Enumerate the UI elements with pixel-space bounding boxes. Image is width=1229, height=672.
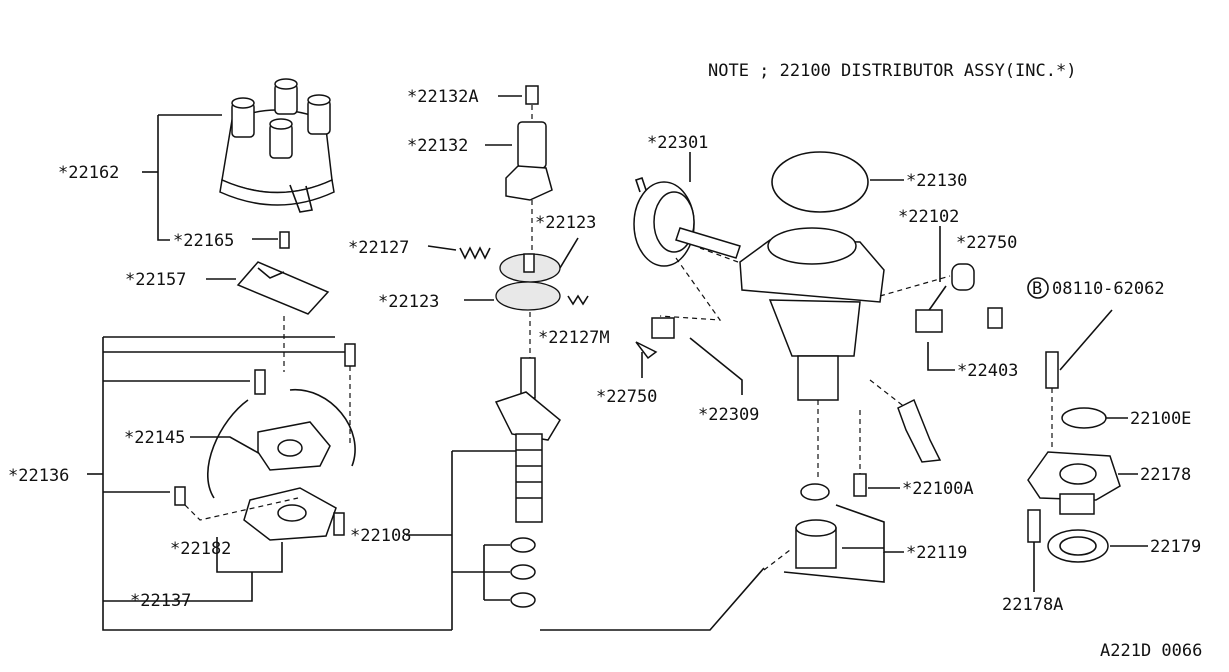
label-22132: *22132 (407, 136, 468, 156)
distributor-cap-drawing (219, 78, 335, 213)
seal-22100E-drawing (1061, 407, 1107, 429)
label-22178A: 22178A (1002, 595, 1063, 615)
housing-base-drawing (1027, 451, 1121, 515)
label-22108: *22108 (350, 526, 411, 546)
label-22145: *22145 (124, 428, 185, 448)
label-22102: *22102 (898, 207, 959, 227)
label-22123-lower: *22123 (378, 292, 439, 312)
washer-1 (510, 537, 536, 553)
spring-m-drawing (567, 294, 589, 306)
label-22132A: *22132A (407, 87, 479, 107)
label-22403: *22403 (957, 361, 1018, 381)
weight-plate-drawing (495, 253, 561, 311)
label-22123-upper: *22123 (535, 213, 596, 233)
breaker-plate-drawing (174, 316, 356, 541)
gasket-22179-drawing (1047, 529, 1109, 563)
rotor-drawing (236, 261, 330, 315)
washer-3 (510, 592, 536, 608)
label-22178: 22178 (1140, 465, 1191, 485)
label-22130: *22130 (906, 171, 967, 191)
governor-weight-drawing (505, 121, 553, 201)
label-22179: 22179 (1150, 537, 1201, 557)
label-22750-lower: *22750 (596, 387, 657, 407)
label-22137: *22137 (130, 591, 191, 611)
figure-code: A221D 0066 (1100, 641, 1202, 661)
vacuum-controller-drawing (633, 176, 741, 267)
label-22157: *22157 (125, 270, 186, 290)
label-08110-62062: 08110-62062 (1052, 279, 1165, 299)
shaft-drawing (494, 357, 561, 523)
label-22182: *22182 (170, 539, 231, 559)
label-22100E: 22100E (1130, 409, 1191, 429)
carbon-point-drawing (279, 231, 290, 249)
label-22750-upper: *22750 (956, 233, 1017, 253)
label-22127M: *22127M (538, 328, 610, 348)
condenser-drawing (915, 263, 1003, 333)
bolt-22100A-drawing (853, 473, 867, 497)
washer-2 (510, 564, 536, 580)
bolt-B-drawing (1045, 351, 1059, 389)
label-22162: *22162 (58, 163, 119, 183)
spring-drawing (459, 246, 491, 260)
label-22127: *22127 (348, 238, 409, 258)
label-22119: *22119 (906, 543, 967, 563)
bolt-22178A-drawing (1027, 509, 1041, 543)
bracket-drawing (651, 317, 675, 339)
housing-drawing (739, 227, 885, 401)
arm-drawing (897, 398, 942, 463)
label-22136: *22136 (8, 466, 69, 486)
bolt-marker-circle (1027, 277, 1049, 299)
bolt-marker-letter: B (1032, 279, 1042, 299)
collar-drawing (795, 519, 837, 569)
screw-drawing (525, 85, 539, 105)
note-text: NOTE ; 22100 DISTRIBUTOR ASSY(INC.*) (708, 61, 1076, 81)
label-22165: *22165 (173, 231, 234, 251)
gasket-ring-drawing (771, 151, 869, 213)
label-22309: *22309 (698, 405, 759, 425)
label-22301: *22301 (647, 133, 708, 153)
collar-washer-drawing (800, 483, 830, 501)
label-22100A: *22100A (902, 479, 974, 499)
